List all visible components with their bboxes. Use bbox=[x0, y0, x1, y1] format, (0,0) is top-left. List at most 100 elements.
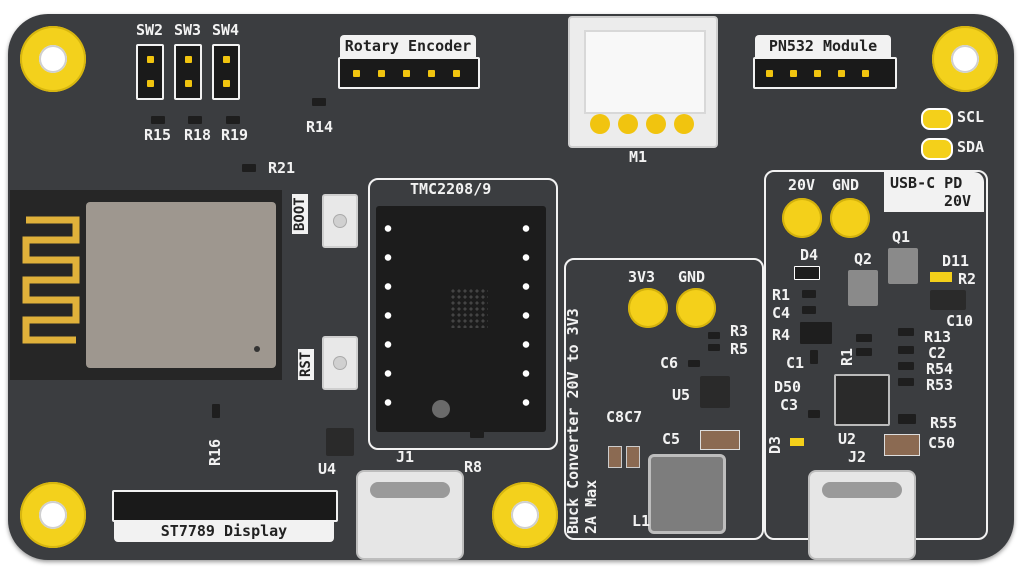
label-3v3: 3V3 bbox=[628, 268, 656, 286]
label-c6: C6 bbox=[660, 354, 679, 372]
resistor-r16 bbox=[212, 404, 220, 418]
label-c8c7: C8C7 bbox=[606, 408, 643, 426]
label-rst: RST bbox=[298, 348, 314, 380]
st7789-display-label: ST7789 Display bbox=[114, 520, 334, 542]
mounting-hole-bottom-left bbox=[20, 482, 86, 548]
usbc-pd-title-box bbox=[884, 172, 984, 212]
label-j2: J2 bbox=[848, 448, 867, 466]
label-sw4: SW4 bbox=[212, 21, 240, 39]
capacitor-c5 bbox=[700, 430, 740, 450]
label-boot: BOOT bbox=[292, 194, 308, 234]
tmc2208-driver bbox=[376, 206, 546, 432]
label-l1: L1 bbox=[632, 512, 651, 530]
rst-button[interactable] bbox=[322, 336, 358, 390]
label-c4: C4 bbox=[772, 304, 791, 322]
switch-header-sw2 bbox=[136, 44, 164, 100]
label-c10: C10 bbox=[946, 312, 974, 330]
label-c50: C50 bbox=[928, 434, 956, 452]
label-r16: R16 bbox=[206, 438, 224, 466]
label-usbc-pd: USB-C PD bbox=[890, 174, 963, 192]
mosfet-q1 bbox=[888, 248, 918, 284]
rotary-encoder-label: Rotary Encoder bbox=[340, 35, 476, 57]
label-r13: R13 bbox=[924, 328, 952, 346]
pad-gnd-buck bbox=[676, 288, 716, 328]
jumper-sda bbox=[921, 138, 953, 160]
mounting-hole-top-left bbox=[20, 26, 86, 92]
antenna-icon bbox=[22, 216, 80, 344]
pn532-module-label: PN532 Module bbox=[755, 35, 891, 57]
label-buck-line2: 2A Max bbox=[582, 479, 600, 534]
label-d4: D4 bbox=[800, 246, 819, 264]
switch-header-sw3 bbox=[174, 44, 202, 100]
pad-gnd-pd bbox=[830, 198, 870, 238]
resistor-r15 bbox=[151, 116, 165, 124]
jumper-scl bbox=[921, 108, 953, 130]
label-r8: R8 bbox=[464, 458, 483, 476]
motor-connector-m1 bbox=[568, 16, 718, 148]
diode-d4 bbox=[794, 266, 820, 280]
chip-u2 bbox=[834, 374, 890, 426]
pad-3v3 bbox=[628, 288, 668, 328]
label-m1: M1 bbox=[629, 148, 648, 166]
label-d50: D50 bbox=[774, 378, 802, 396]
esp32-module bbox=[10, 190, 282, 380]
resistor-r21 bbox=[242, 164, 256, 172]
label-d3: D3 bbox=[766, 435, 784, 454]
mosfet-q2 bbox=[848, 270, 878, 306]
label-c3: C3 bbox=[780, 396, 799, 414]
label-r5: R5 bbox=[730, 340, 749, 358]
inductor-l1 bbox=[648, 454, 726, 534]
label-u2: U2 bbox=[838, 430, 857, 448]
label-r1: R1 bbox=[772, 286, 791, 304]
label-sw3: SW3 bbox=[174, 21, 202, 39]
chip-c10-area bbox=[930, 290, 966, 310]
label-r18: R18 bbox=[184, 126, 212, 144]
label-r55: R55 bbox=[930, 414, 958, 432]
label-r21: R21 bbox=[268, 159, 296, 177]
label-usbc-pd-20v: 20V bbox=[944, 192, 972, 210]
pn532-header bbox=[753, 57, 897, 89]
chip-u5 bbox=[700, 376, 730, 408]
esp32-shield bbox=[86, 202, 276, 368]
label-q1: Q1 bbox=[892, 228, 911, 246]
label-tmc: TMC2208/9 bbox=[410, 180, 492, 198]
resistor-r4 bbox=[800, 322, 832, 344]
label-c5: C5 bbox=[662, 430, 681, 448]
resistor-r8 bbox=[470, 430, 484, 438]
label-u4: U4 bbox=[318, 460, 337, 478]
label-r19: R19 bbox=[221, 126, 249, 144]
label-c2: C2 bbox=[928, 344, 947, 362]
resistor-r14 bbox=[312, 98, 326, 106]
label-r15: R15 bbox=[144, 126, 172, 144]
label-buck-line1: Buck Converter 20V to 3V3 bbox=[564, 308, 582, 534]
usb-c-port-j1[interactable] bbox=[356, 470, 464, 560]
boot-button[interactable] bbox=[322, 194, 358, 248]
label-sw2: SW2 bbox=[136, 21, 164, 39]
label-u5: U5 bbox=[672, 386, 691, 404]
label-r4: R4 bbox=[772, 326, 791, 344]
resistor-r18 bbox=[188, 116, 202, 124]
mounting-hole-bottom-middle bbox=[492, 482, 558, 548]
label-j1: J1 bbox=[396, 448, 415, 466]
pad-20v bbox=[782, 198, 822, 238]
tmc2208-outline bbox=[368, 178, 558, 450]
label-r11: R1 bbox=[838, 347, 856, 366]
label-q2: Q2 bbox=[854, 250, 873, 268]
label-r53: R53 bbox=[926, 376, 954, 394]
label-sda: SDA bbox=[957, 138, 985, 156]
buck-converter-outline bbox=[564, 258, 764, 540]
mounting-hole-top-right bbox=[932, 26, 998, 92]
label-r54: R54 bbox=[926, 360, 954, 378]
usb-c-port-j2[interactable] bbox=[808, 470, 916, 560]
label-d11: D11 bbox=[942, 252, 970, 270]
label-c1: C1 bbox=[786, 354, 805, 372]
label-r14: R14 bbox=[306, 118, 334, 136]
resistor-r19 bbox=[226, 116, 240, 124]
chip-u4 bbox=[326, 428, 354, 456]
switch-header-sw4 bbox=[212, 44, 240, 100]
pcb-board: SW2 SW3 SW4 R15 R18 R19 Rotary Encoder R… bbox=[8, 14, 1014, 560]
capacitor-c50 bbox=[884, 434, 920, 456]
label-r2: R2 bbox=[958, 270, 977, 288]
label-gnd-pd: GND bbox=[832, 176, 860, 194]
st7789-display-header bbox=[112, 490, 338, 522]
